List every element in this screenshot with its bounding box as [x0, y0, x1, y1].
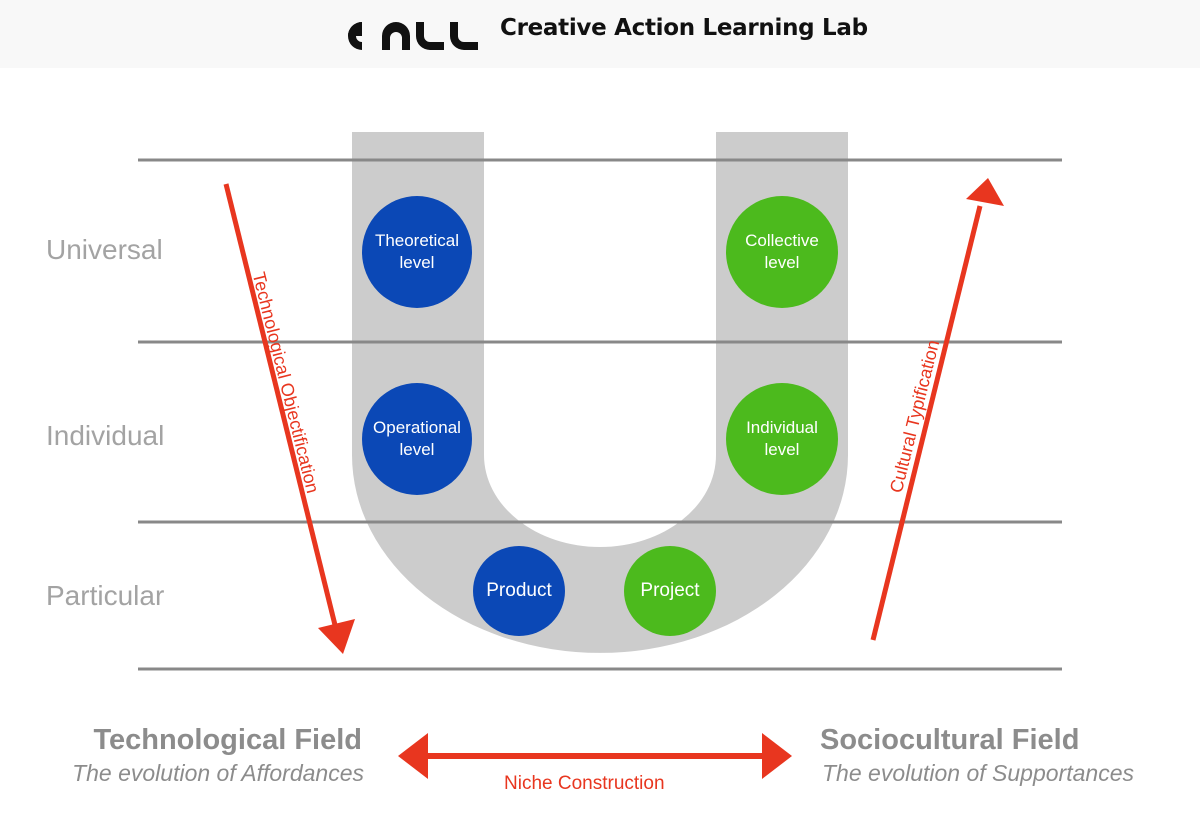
left-arrowhead: [318, 619, 355, 654]
node-label: Theoretical level: [374, 231, 460, 272]
node-label: Operational level: [373, 418, 461, 459]
row-label-individual: Individual: [46, 420, 165, 451]
node-label: Product: [486, 580, 552, 601]
right-arrowhead: [966, 178, 1004, 206]
brand-title: Creative Action Learning Lab: [500, 15, 868, 41]
sociocultural-field-subtitle: The evolution of Supportances: [822, 760, 1134, 786]
cultural-typification-arrow: [870, 205, 983, 641]
node-label: Project: [640, 580, 700, 601]
niche-arrowhead-right: [762, 733, 792, 779]
node-collective-level: Collective level: [726, 196, 838, 308]
label-niche-construction: Niche Construction: [504, 773, 665, 794]
technological-objectification-arrow: [223, 183, 338, 626]
node-individual-level: Individual level: [726, 383, 838, 495]
node-product: Product: [473, 546, 565, 636]
row-label-particular: Particular: [46, 580, 165, 611]
call-logo-icon: [348, 22, 478, 50]
niche-arrowhead-left: [398, 733, 428, 779]
node-label: Collective level: [745, 231, 819, 272]
row-label-universal: Universal: [46, 234, 163, 265]
node-operational-level: Operational level: [362, 383, 472, 495]
node-project: Project: [624, 546, 716, 636]
technological-field-title: Technological Field: [93, 724, 362, 756]
sociocultural-field-title: Sociocultural Field: [820, 724, 1080, 756]
technological-field-subtitle: The evolution of Affordances: [72, 760, 364, 786]
node-theoretical-level: Theoretical level: [362, 196, 472, 308]
node-label: Individual level: [746, 418, 818, 459]
header-bar: Creative Action Learning Lab: [0, 0, 1200, 68]
